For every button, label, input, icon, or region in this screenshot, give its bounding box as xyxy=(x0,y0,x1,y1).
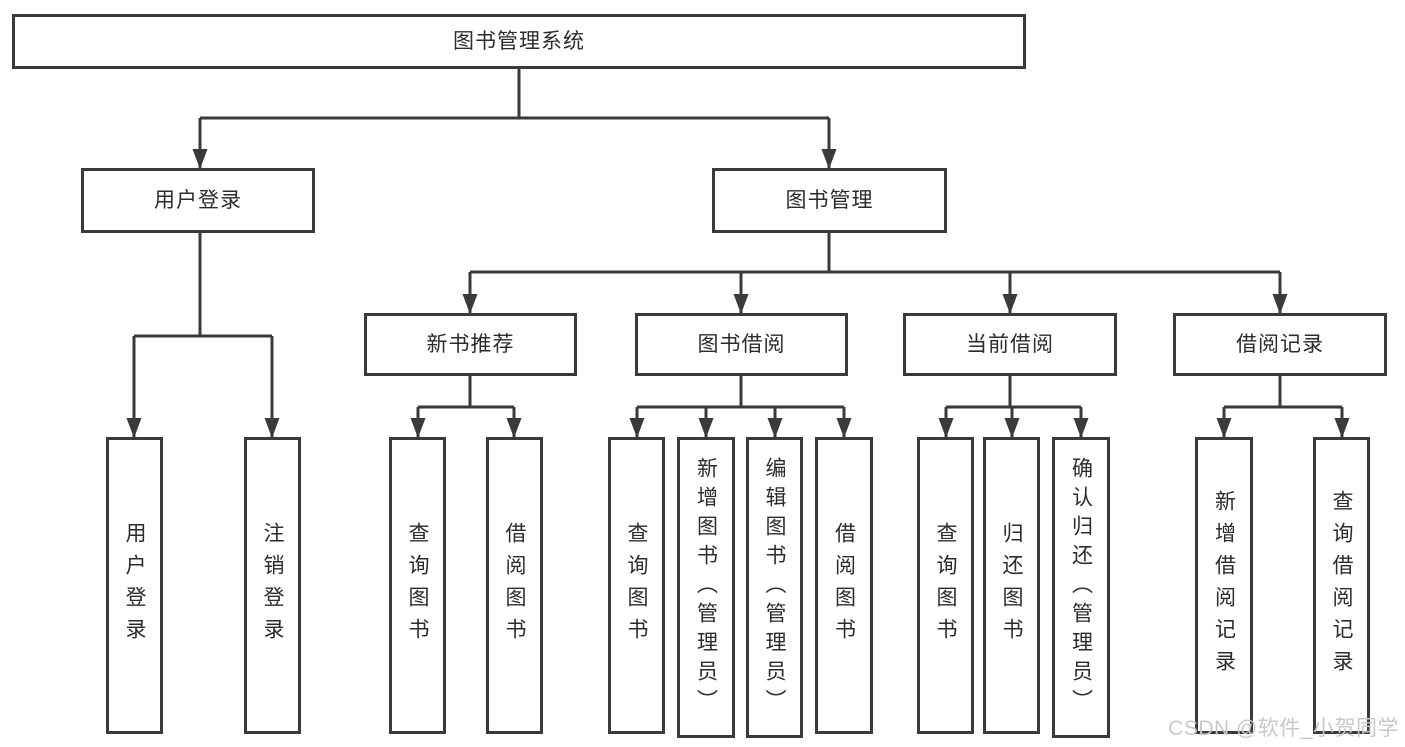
leaf-add-borrow-record: 新增借阅记录 xyxy=(1195,437,1253,734)
edges-current-borrow xyxy=(938,376,1089,438)
edges-user-login xyxy=(126,233,280,438)
leaf-query-books-current: 查询图书 xyxy=(917,437,974,734)
node-system-root: 图书管理系统 xyxy=(12,14,1026,69)
leaf-query-books-borrow: 查询图书 xyxy=(608,437,665,734)
edges-book-borrow xyxy=(629,376,852,438)
node-new-book-recommend: 新书推荐 xyxy=(364,313,577,376)
leaf-return-books: 归还图书 xyxy=(983,437,1040,734)
node-borrow-records: 借阅记录 xyxy=(1173,313,1387,376)
edges-root xyxy=(192,69,837,169)
edges-book-management xyxy=(462,233,1288,314)
leaf-user-login: 用户登录 xyxy=(106,437,163,734)
leaf-borrow-books-recommend: 借阅图书 xyxy=(486,437,543,734)
edges-new-book-recommend xyxy=(410,376,522,438)
node-current-borrow: 当前借阅 xyxy=(903,313,1117,376)
edges-borrow-records xyxy=(1216,376,1350,438)
leaf-query-books-recommend: 查询图书 xyxy=(389,437,446,734)
leaf-confirm-return-admin: 确认归还（管理员） xyxy=(1052,437,1110,738)
csdn-watermark: CSDN @软件_小贺同学 xyxy=(1168,717,1399,740)
leaf-add-books-admin: 新增图书（管理员） xyxy=(677,437,735,738)
leaf-query-borrow-record: 查询借阅记录 xyxy=(1313,437,1370,734)
leaf-edit-books-admin: 编辑图书（管理员） xyxy=(746,437,803,738)
leaf-logout: 注销登录 xyxy=(244,437,301,734)
node-book-borrow: 图书借阅 xyxy=(635,313,848,376)
node-book-management: 图书管理 xyxy=(712,168,947,233)
leaf-borrow-books-borrow: 借阅图书 xyxy=(815,437,873,734)
node-user-login: 用户登录 xyxy=(81,168,315,233)
